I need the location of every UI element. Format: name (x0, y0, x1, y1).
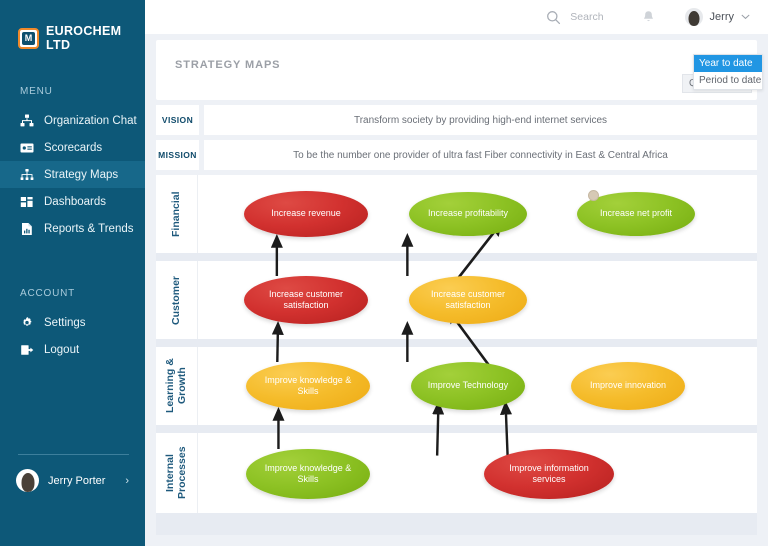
brand[interactable]: M EUROCHEM LTD (0, 0, 145, 52)
strategy-map-node-label: Improve knowledge & Skills (264, 374, 352, 396)
perspective-gap (156, 253, 757, 261)
strategy-map-node[interactable]: Increase customer satisfaction (409, 276, 527, 324)
sidebar-divider (18, 454, 129, 455)
report-icon (20, 222, 34, 236)
vision-tag: VISION (156, 105, 199, 135)
sidebar-item-label: Settings (44, 316, 86, 329)
page-body: STRATEGY MAPS Quarterly ▾ Year to date P… (145, 34, 768, 535)
strategy-map-node[interactable]: Increase profitability (409, 192, 527, 236)
strategy-map-node-label: Increase net profit (599, 208, 673, 219)
sidebar: M EUROCHEM LTD MENU Organization Chat Sc… (0, 0, 145, 546)
brand-logo-letter: M (22, 31, 35, 45)
search-icon[interactable] (546, 10, 561, 25)
perspective-gap (156, 425, 757, 433)
strategy-map-node-label: Improve information services (509, 462, 589, 484)
avatar (16, 469, 39, 492)
period-option-period-to-date[interactable]: Period to date (699, 75, 762, 86)
sidebar-item-label: Organization Chat (44, 114, 137, 127)
gear-icon (20, 316, 34, 330)
vision-text: Transform society by providing high-end … (204, 105, 757, 135)
dashboard-icon (20, 195, 34, 209)
sidebar-item-organization-chat[interactable]: Organization Chat (0, 107, 145, 134)
org-chart-icon (20, 114, 34, 128)
perspective-separator (197, 261, 198, 339)
topbar-user-name: Jerry (709, 11, 734, 23)
strategy-map-node[interactable]: Improve Technology (411, 362, 525, 410)
strategy-map-node-label: Improve knowledge & Skills (264, 462, 352, 484)
sidebar-user-name: Jerry Porter (48, 474, 106, 487)
sidebar-item-dashboards[interactable]: Dashboards (0, 188, 145, 215)
page-title: STRATEGY MAPS (175, 59, 281, 71)
strategy-map-icon (20, 168, 34, 182)
strategy-map-node-label: Increase revenue (271, 208, 341, 219)
strategy-map-node[interactable]: Improve innovation (571, 362, 685, 410)
chevron-down-icon[interactable] (741, 12, 750, 22)
sidebar-item-label: Strategy Maps (44, 168, 119, 181)
sidebar-item-reports-trends[interactable]: Reports & Trends (0, 215, 145, 242)
sidebar-item-logout[interactable]: Logout (0, 336, 145, 363)
strategy-map-node-label: Increase profitability (427, 208, 509, 219)
sidebar-item-scorecards[interactable]: Scorecards (0, 134, 145, 161)
node-status-dot-icon (588, 190, 599, 201)
strategy-map-node[interactable]: Improve information services (484, 449, 614, 499)
strategy-map-node[interactable]: Increase customer satisfaction (244, 276, 368, 324)
sidebar-section-menu: MENU (20, 86, 53, 97)
strategy-map-node-label: Increase customer satisfaction (430, 288, 506, 310)
mission-text: To be the number one provider of ultra f… (204, 140, 757, 170)
sidebar-item-settings[interactable]: Settings (0, 309, 145, 336)
bell-icon[interactable] (642, 10, 655, 24)
search-input[interactable]: Search (570, 11, 604, 23)
strategy-map-node[interactable]: Increase revenue (244, 191, 368, 237)
perspective-separator (197, 175, 198, 253)
brand-logo-icon: M (18, 27, 39, 49)
strategy-map-node-label: Improve Technology (427, 380, 509, 391)
strategy-map-node[interactable]: Improve knowledge & Skills (246, 449, 370, 499)
sidebar-section-account: ACCOUNT (20, 288, 76, 299)
perspective-gap (156, 339, 757, 347)
perspective-separator (197, 347, 198, 425)
strategy-map-node[interactable]: Improve knowledge & Skills (246, 362, 370, 410)
search-area[interactable]: Search (546, 10, 604, 25)
sidebar-item-label: Scorecards (44, 141, 103, 154)
avatar (684, 8, 703, 26)
strategy-map-node[interactable]: Increase net profit (577, 190, 695, 236)
topbar: Search Jerry (145, 0, 768, 34)
perspective-gap (156, 513, 757, 535)
sidebar-item-strategy-maps[interactable]: Strategy Maps (0, 161, 145, 188)
logout-icon (20, 343, 34, 357)
strategy-map-node-label: Increase customer satisfaction (268, 288, 344, 310)
perspective-separator (197, 433, 198, 513)
page-header-card: STRATEGY MAPS Quarterly ▾ (156, 40, 757, 100)
sidebar-item-label: Reports & Trends (44, 222, 134, 235)
topbar-user-menu[interactable]: Jerry (684, 8, 750, 26)
mission-row: MISSION To be the number one provider of… (156, 140, 757, 170)
chevron-right-icon: › (125, 474, 129, 487)
sidebar-item-label: Dashboards (44, 195, 107, 208)
sidebar-user-profile[interactable]: Jerry Porter › (16, 469, 129, 492)
strategy-map-link (271, 320, 284, 363)
sidebar-item-label: Logout (44, 343, 80, 356)
mission-tag: MISSION (156, 140, 199, 170)
strategy-map-link (499, 400, 513, 456)
scorecard-icon (20, 141, 34, 155)
strategy-map-link (432, 400, 445, 456)
vision-row: VISION Transform society by providing hi… (156, 105, 757, 135)
strategy-map-node-label: Improve innovation (589, 380, 667, 391)
period-option-year-to-date[interactable]: Year to date (694, 55, 762, 72)
period-dropdown-menu[interactable]: Year to date Period to date (693, 54, 763, 90)
brand-name: EUROCHEM LTD (46, 24, 122, 52)
main-content: Search Jerry STRATEGY MAPS Quarterly ▾ (145, 0, 768, 546)
